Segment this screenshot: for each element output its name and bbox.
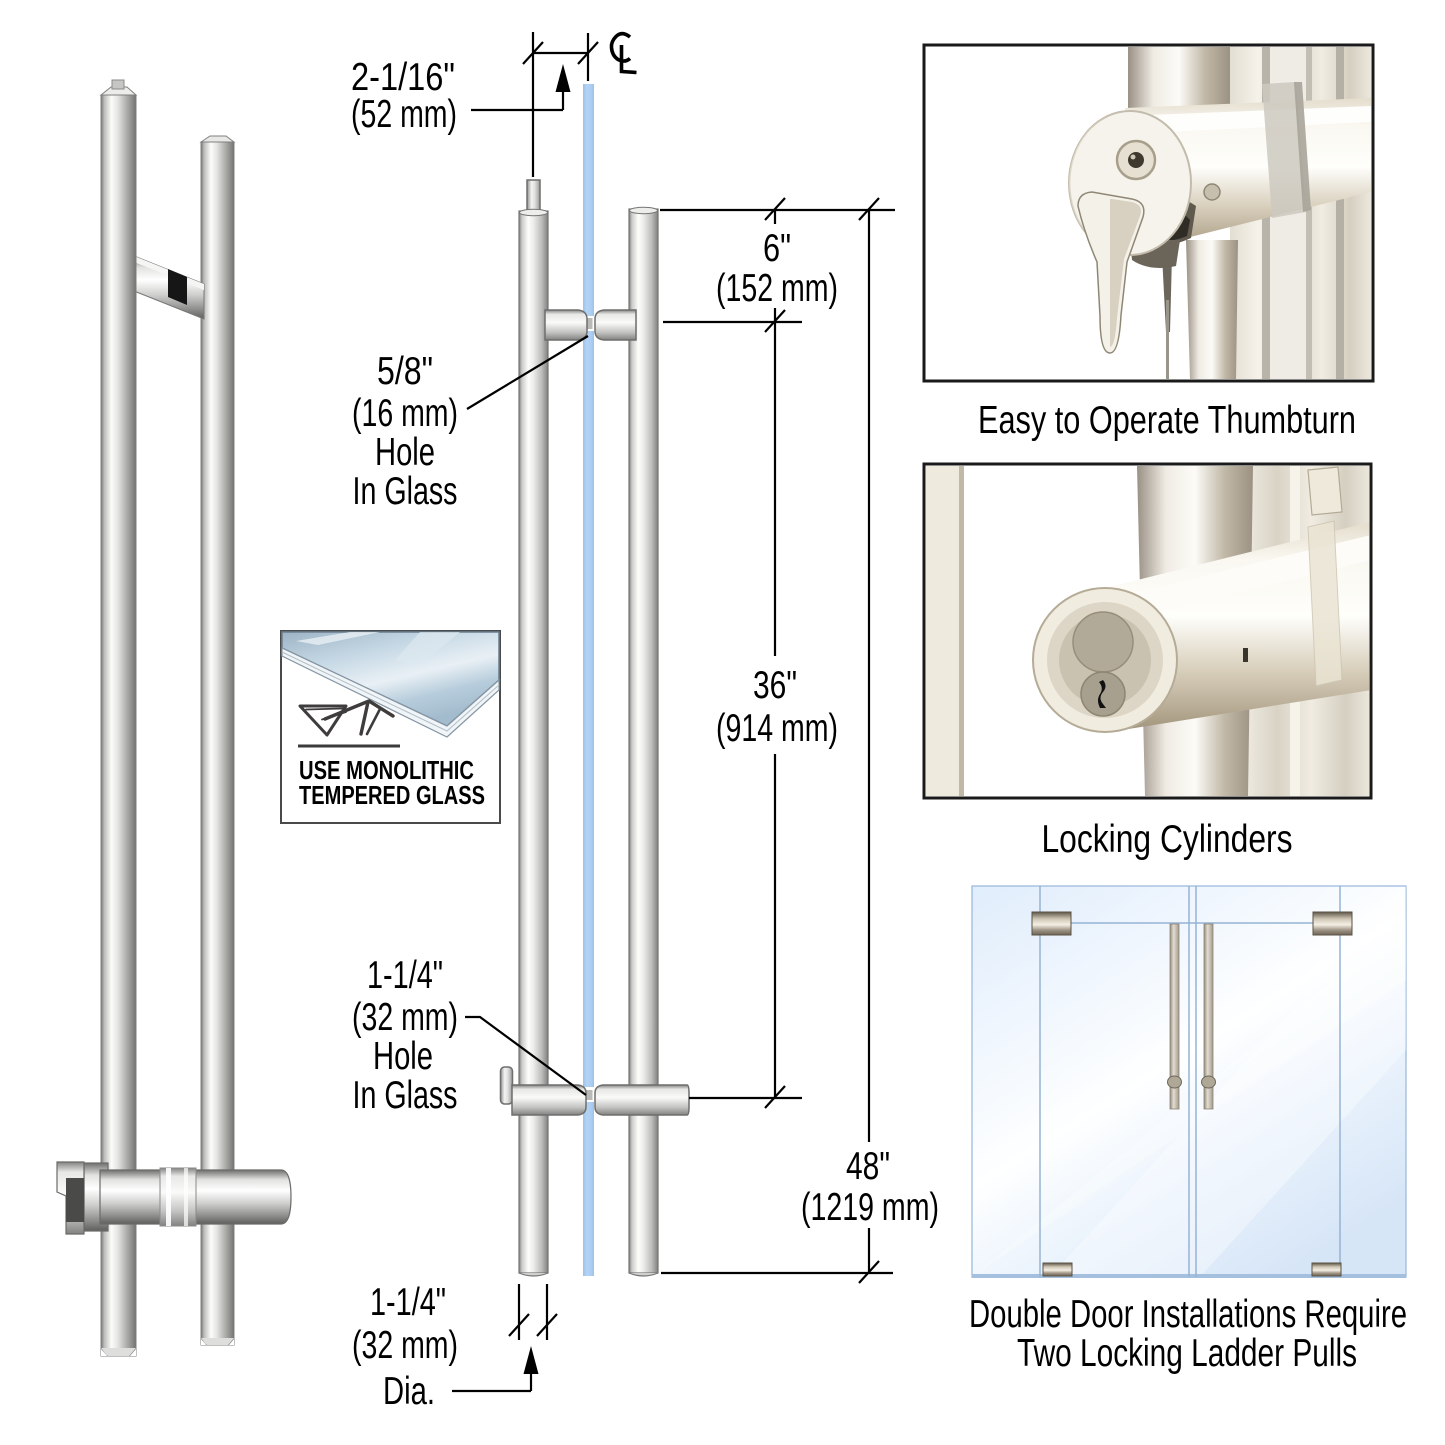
svg-text:(32 mm): (32 mm): [352, 996, 458, 1039]
svg-text:In Glass: In Glass: [353, 1074, 458, 1117]
svg-text:(52 mm): (52 mm): [351, 93, 457, 136]
svg-text:(1219 mm): (1219 mm): [801, 1186, 939, 1229]
svg-text:1-1/4": 1-1/4": [370, 1281, 446, 1324]
svg-text:USE MONOLITHIC: USE MONOLITHIC: [299, 755, 474, 785]
svg-text:In Glass: In Glass: [353, 470, 458, 513]
svg-text:Hole: Hole: [375, 431, 435, 474]
svg-text:Two Locking Ladder Pulls: Two Locking Ladder Pulls: [1017, 1332, 1357, 1375]
svg-text:Easy to Operate Thumbturn: Easy to Operate Thumbturn: [978, 399, 1356, 442]
svg-text:Dia.: Dia.: [383, 1370, 435, 1413]
svg-text:TEMPERED GLASS: TEMPERED GLASS: [299, 780, 485, 810]
svg-text:Double Door Installations Requ: Double Door Installations Require: [969, 1293, 1407, 1336]
svg-text:2-1/16": 2-1/16": [351, 56, 455, 99]
svg-text:(914 mm): (914 mm): [716, 707, 838, 750]
svg-text:Locking Cylinders: Locking Cylinders: [1042, 818, 1293, 861]
svg-text:48": 48": [846, 1145, 890, 1188]
svg-text:5/8": 5/8": [377, 350, 433, 393]
svg-text:(152 mm): (152 mm): [716, 267, 838, 310]
svg-text:(16 mm): (16 mm): [352, 392, 458, 435]
svg-text:(32 mm): (32 mm): [352, 1324, 458, 1367]
svg-text:36": 36": [753, 664, 797, 707]
svg-text:1-1/4": 1-1/4": [367, 954, 443, 997]
svg-text:6": 6": [763, 227, 791, 270]
svg-text:Hole: Hole: [373, 1035, 433, 1078]
